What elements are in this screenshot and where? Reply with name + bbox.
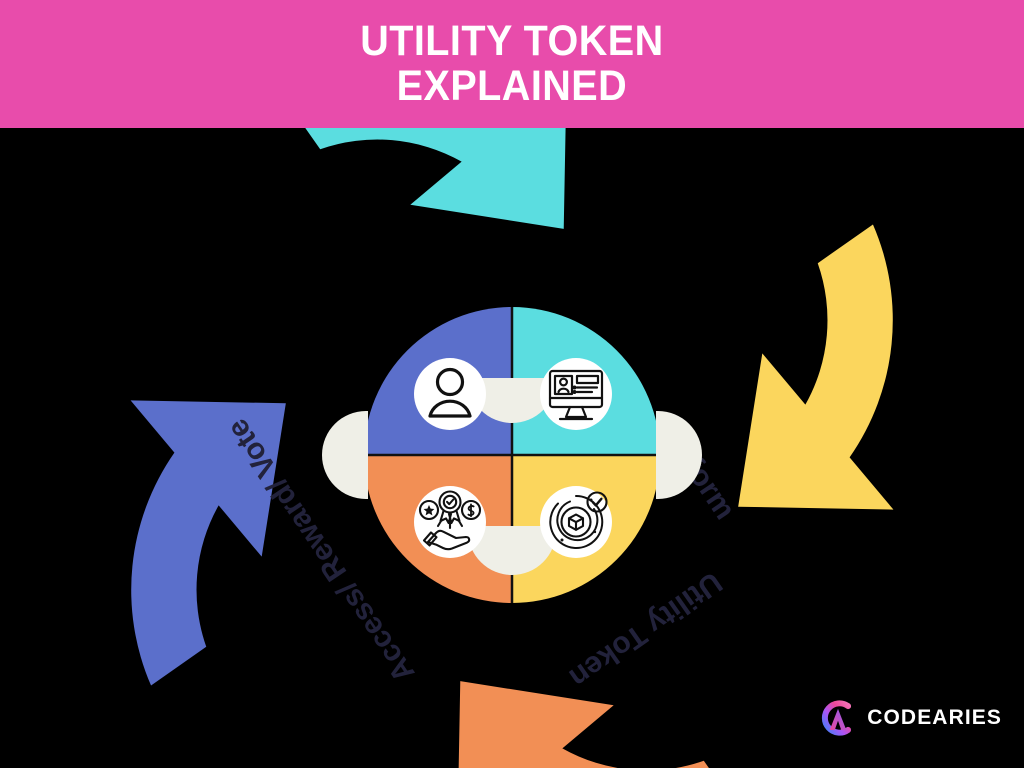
page-title: UTILITY TOKEN EXPLAINED (360, 16, 664, 110)
icon-badge-utility-token[interactable] (540, 486, 612, 558)
notch-bottom (468, 526, 556, 575)
notch-top (468, 378, 556, 423)
brand-logo: CODEARIES (816, 696, 1002, 740)
user-arrow-shape (130, 400, 286, 686)
platform-arrow-shape (281, 128, 567, 229)
codearies-logo-icon (822, 700, 852, 736)
header-banner: UTILITY TOKEN EXPLAINED (0, 0, 1024, 128)
outer-arrow-ring (2, 128, 1022, 768)
segment-arrow-user[interactable] (2, 325, 373, 690)
segment-arrow-access-reward-vote[interactable] (382, 594, 747, 768)
utility-token-arrow-shape (738, 224, 894, 510)
icon-badge-access-reward-vote[interactable] (414, 486, 486, 558)
icon-badge-platform[interactable] (540, 358, 612, 430)
ring-notches (322, 378, 702, 575)
notch-right (656, 411, 702, 499)
segment-arrow-utility-token[interactable] (651, 220, 1022, 585)
icon-badge-user[interactable] (414, 358, 486, 430)
utility-token-cycle-diagram: User Platform Utility Token Access/ Rewa… (2, 128, 1022, 768)
access-reward-vote-arrow-shape (457, 681, 743, 768)
token-cube-verified-icon (549, 491, 608, 549)
segment-arrow-platform[interactable] (277, 128, 642, 316)
diagram-stage: User Platform Utility Token Access/ Rewa… (0, 128, 1024, 768)
person-icon (428, 367, 472, 418)
monitor-profile-icon (548, 369, 604, 421)
hand-rewards-icon (418, 490, 482, 551)
notch-left (322, 411, 368, 499)
brand-name: CODEARIES (867, 706, 1002, 729)
